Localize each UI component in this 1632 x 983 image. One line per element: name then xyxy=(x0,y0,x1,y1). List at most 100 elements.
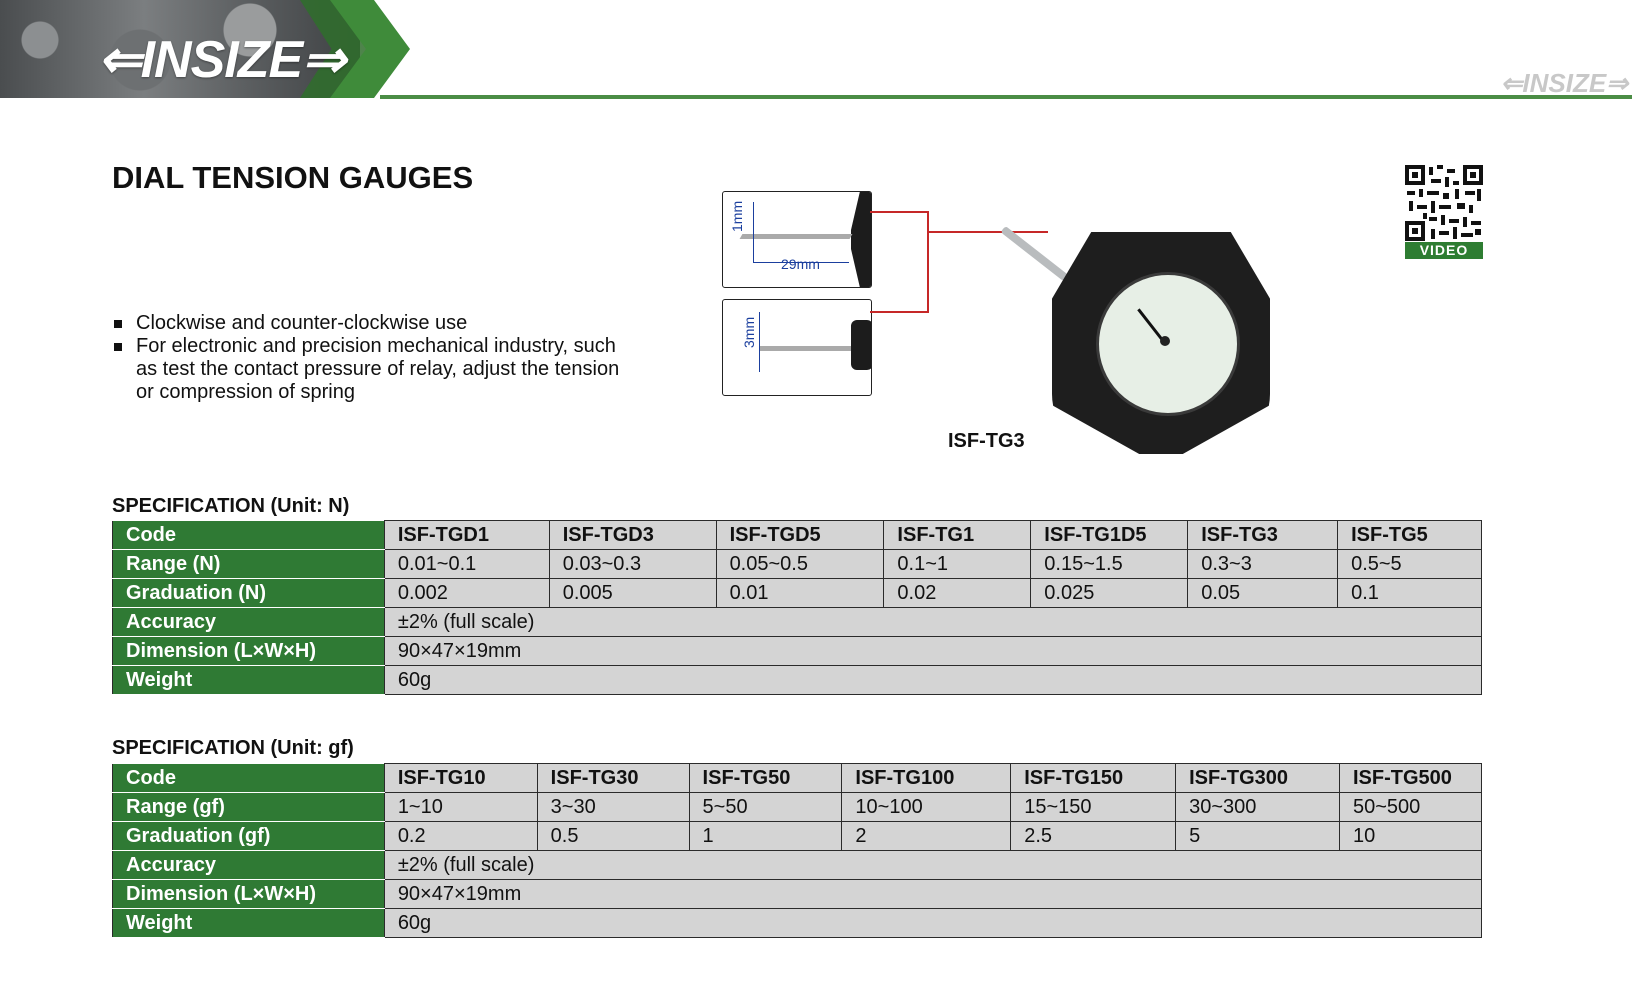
table-cell: 2.5 xyxy=(1010,821,1177,851)
table-cell: 0.15~1.5 xyxy=(1030,549,1189,579)
qr-code[interactable] xyxy=(1405,165,1483,241)
table-cell: 0.01 xyxy=(715,578,885,608)
table-cell: 0.025 xyxy=(1030,578,1189,608)
page-title: DIAL TENSION GAUGES xyxy=(112,160,474,195)
gauge-hub xyxy=(1160,336,1170,346)
row-label: Dimension (L×W×H) xyxy=(112,636,385,666)
table-cell: 0.02 xyxy=(883,578,1032,608)
qr-icon xyxy=(1405,165,1483,241)
table-cell: ISF-TGD5 xyxy=(715,520,885,550)
table-cell: 50~500 xyxy=(1338,792,1483,822)
table-row-dimension: Dimension (L×W×H) 90×47×19mm xyxy=(112,636,1483,666)
table-row-accuracy: Accuracy ±2% (full scale) xyxy=(112,607,1483,637)
table-cell: 5 xyxy=(1175,821,1340,851)
table-cell: ISF-TGD3 xyxy=(548,520,717,550)
row-label: Graduation (N) xyxy=(112,578,385,608)
spec-gf-table: Code ISF-TG10 ISF-TG30 ISF-TG50 ISF-TG10… xyxy=(112,763,1483,938)
table-cell: 5~50 xyxy=(688,792,843,822)
table-row-graduation: Graduation (gf) 0.2 0.5 1 2 2.5 5 10 xyxy=(112,821,1483,851)
table-cell: 0.1 xyxy=(1337,578,1482,608)
table-cell: ISF-TG30 xyxy=(536,763,690,793)
table-cell: ISF-TG100 xyxy=(841,763,1012,793)
table-cell: ±2% (full scale) xyxy=(383,850,1483,880)
table-cell: 0.3~3 xyxy=(1187,549,1339,579)
table-cell: ±2% (full scale) xyxy=(383,607,1483,637)
row-label: Weight xyxy=(112,665,385,695)
header-gear-photo xyxy=(0,0,360,98)
table-cell: 0.1~1 xyxy=(883,549,1032,579)
model-label: ISF-TG3 xyxy=(948,430,1025,452)
table-cell: 90×47×19mm xyxy=(383,879,1483,909)
detail-box-round-tip: 3mm xyxy=(722,299,872,396)
row-label: Weight xyxy=(112,908,385,938)
gauge-probe xyxy=(1000,225,1069,282)
table-cell: 0.005 xyxy=(548,578,717,608)
table-cell: ISF-TG50 xyxy=(688,763,843,793)
table-cell: 0.05 xyxy=(1187,578,1339,608)
table-cell: 60g xyxy=(383,908,1483,938)
table-row-graduation: Graduation (N) 0.002 0.005 0.01 0.02 0.0… xyxy=(112,578,1482,608)
table-cell: 0.002 xyxy=(383,578,550,608)
row-label: Range (gf) xyxy=(112,792,385,822)
table-cell: ISF-TG500 xyxy=(1338,763,1483,793)
table-cell: ISF-TG10 xyxy=(383,763,538,793)
table-row-accuracy: Accuracy ±2% (full scale) xyxy=(112,850,1483,880)
table-cell: ISF-TG150 xyxy=(1010,763,1177,793)
table-row-weight: Weight 60g xyxy=(112,908,1483,938)
table-cell: ISF-TG5 xyxy=(1337,520,1482,550)
table-cell: 60g xyxy=(383,665,1483,695)
table-cell: 3~30 xyxy=(536,792,690,822)
table-cell: 0.05~0.5 xyxy=(715,549,885,579)
table-cell: 0.5 xyxy=(536,821,690,851)
table-cell: ISF-TG300 xyxy=(1175,763,1340,793)
table-cell: ISF-TGD1 xyxy=(383,520,550,550)
spec-gf-title: SPECIFICATION (Unit: gf) xyxy=(112,737,354,759)
dim-label-29mm: 29mm xyxy=(781,256,820,272)
table-row-range: Range (gf) 1~10 3~30 5~50 10~100 15~150 … xyxy=(112,792,1483,822)
table-cell: 1 xyxy=(688,821,843,851)
table-cell: 0.2 xyxy=(383,821,538,851)
table-row-dimension: Dimension (L×W×H) 90×47×19mm xyxy=(112,879,1483,909)
row-label: Accuracy xyxy=(112,607,385,637)
table-row-weight: Weight 60g xyxy=(112,665,1483,695)
brand-logo-small: ⇐INSIZE⇒ xyxy=(1500,68,1628,98)
table-cell: 90×47×19mm xyxy=(383,636,1483,666)
connector-line xyxy=(928,231,1048,233)
table-cell: 10 xyxy=(1338,821,1483,851)
table-cell: 0.03~0.3 xyxy=(548,549,717,579)
feature-list: Clockwise and counter-clockwise use For … xyxy=(112,312,632,404)
table-cell: 1~10 xyxy=(383,792,538,822)
row-label: Code xyxy=(112,520,385,550)
table-cell: 30~300 xyxy=(1175,792,1340,822)
spec-n-table: Code ISF-TGD1 ISF-TGD3 ISF-TGD5 ISF-TG1 … xyxy=(112,520,1483,695)
header-divider xyxy=(380,95,1632,99)
table-cell: ISF-TG1D5 xyxy=(1030,520,1189,550)
dim-label-1mm: 1mm xyxy=(729,200,745,232)
connector-line xyxy=(870,311,928,313)
feature-item: For electronic and precision mechanical … xyxy=(112,335,632,404)
row-label: Graduation (gf) xyxy=(112,821,385,851)
connector-line xyxy=(927,211,929,313)
table-cell: ISF-TG3 xyxy=(1187,520,1339,550)
table-cell: 0.01~0.1 xyxy=(383,549,550,579)
table-cell: 0.5~5 xyxy=(1337,549,1482,579)
header-banner: ⇐INSIZE⇒ ⇐INSIZE⇒ xyxy=(0,0,1632,100)
table-cell: ISF-TG1 xyxy=(883,520,1032,550)
spec-n-title: SPECIFICATION (Unit: N) xyxy=(112,495,350,517)
table-cell: 15~150 xyxy=(1010,792,1177,822)
row-label: Range (N) xyxy=(112,549,385,579)
connector-line xyxy=(870,211,928,213)
feature-item: Clockwise and counter-clockwise use xyxy=(112,312,632,335)
table-row-range: Range (N) 0.01~0.1 0.03~0.3 0.05~0.5 0.1… xyxy=(112,549,1482,579)
row-label: Code xyxy=(112,763,385,793)
detail-box-flat-tip: 1mm 29mm xyxy=(722,191,872,288)
table-row-code: Code ISF-TGD1 ISF-TGD3 ISF-TGD5 ISF-TG1 … xyxy=(112,520,1482,550)
table-cell: 10~100 xyxy=(841,792,1012,822)
table-row-code: Code ISF-TG10 ISF-TG30 ISF-TG50 ISF-TG10… xyxy=(112,763,1483,793)
brand-logo: ⇐INSIZE⇒ xyxy=(98,31,346,89)
row-label: Accuracy xyxy=(112,850,385,880)
row-label: Dimension (L×W×H) xyxy=(112,879,385,909)
table-cell: 2 xyxy=(841,821,1012,851)
video-label[interactable]: VIDEO xyxy=(1405,242,1483,259)
dim-label-3mm: 3mm xyxy=(741,316,757,348)
